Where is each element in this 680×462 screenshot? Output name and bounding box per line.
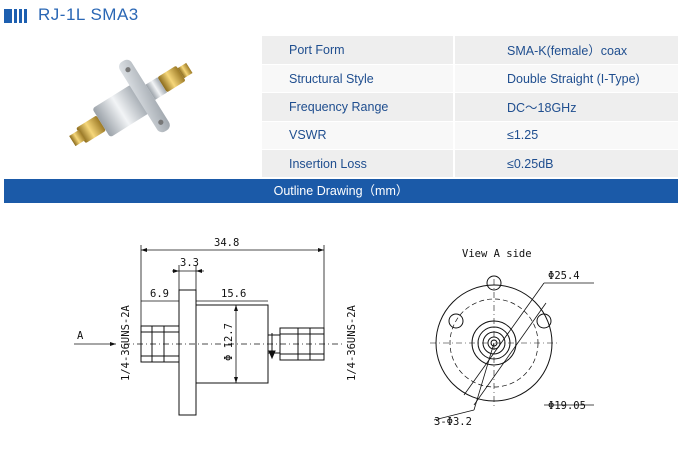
view-marker: A	[77, 330, 84, 342]
spec-value: ≤1.25	[454, 121, 678, 151]
spec-row: Port Form SMA-K(female）coax	[262, 36, 678, 65]
end-view-title: View A side	[462, 248, 532, 260]
product-title: RJ-1L SMA3	[38, 5, 139, 24]
spec-value: DC～18GHz	[454, 92, 678, 122]
dim-outer-diameter: Φ25.4	[548, 270, 580, 282]
spec-row: Insertion Loss ≤0.25dB	[262, 149, 678, 179]
mount-hole	[486, 275, 502, 291]
spec-label: Frequency Range	[262, 92, 455, 122]
dim-body-length: 15.6	[221, 288, 246, 300]
dim-body-diameter: Φ 12.7	[223, 323, 235, 361]
dim-flange-offset: 3.3	[180, 257, 199, 269]
spec-label: Port Form	[262, 36, 455, 65]
flange-side	[178, 289, 197, 416]
spec-label: Structural Style	[262, 64, 455, 94]
dim-thread-left: 1/4-36UNS-2A	[120, 304, 132, 381]
spec-label: VSWR	[262, 121, 455, 151]
dim-left-length: 6.9	[150, 288, 169, 300]
page-header: RJ-1L SMA3	[0, 0, 680, 34]
spec-row: VSWR ≤1.25	[262, 121, 678, 151]
mount-hole	[448, 313, 464, 329]
spec-value: Double Straight (I-Type)	[454, 64, 678, 94]
product-photo	[4, 36, 256, 174]
outline-drawing: 34.8 3.3 6.9 15.6 Φ 12.7 1/4-36UNS-2A 1/…	[4, 205, 678, 460]
spec-row: Frequency Range DC～18GHz	[262, 92, 678, 122]
spec-row: Structural Style Double Straight (I-Type…	[262, 64, 678, 94]
dim-thread-right: 1/4-36UNS-2A	[346, 304, 358, 381]
spec-value: ≤0.25dB	[454, 149, 678, 179]
dim-overall-length: 34.8	[214, 237, 239, 249]
dim-pcd-diameter: Φ19.05	[548, 400, 586, 412]
spec-label: Insertion Loss	[262, 149, 455, 179]
mount-hole	[536, 313, 552, 329]
outline-drawing-banner: Outline Drawing（mm）	[4, 179, 678, 203]
spec-value: SMA-K(female）coax	[454, 36, 678, 65]
spec-table: Port Form SMA-K(female）coax Structural S…	[262, 36, 678, 179]
dim-holes: 3-Φ3.2	[434, 416, 472, 428]
